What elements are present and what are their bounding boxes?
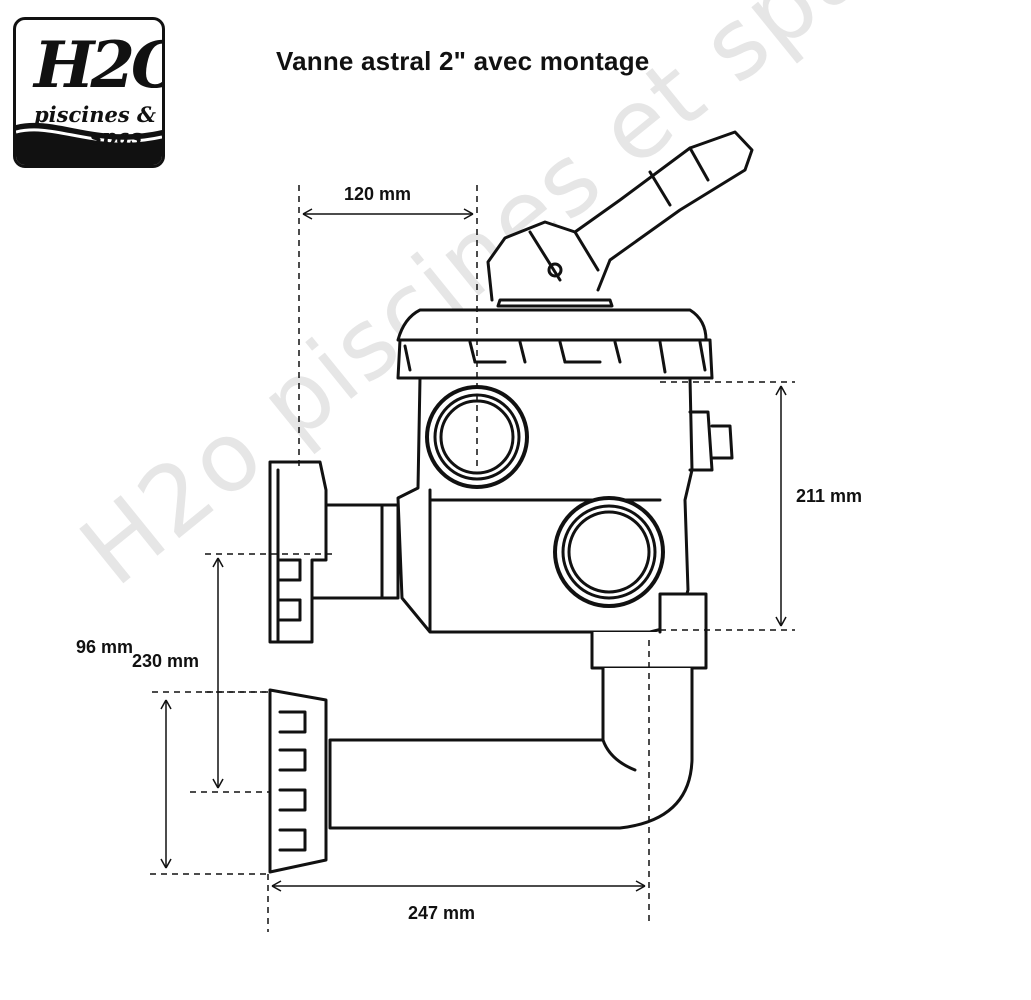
valve-top-cap xyxy=(396,298,714,380)
valve-handle xyxy=(486,130,754,302)
dimension-lines xyxy=(150,185,795,932)
diagram-title: Vanne astral 2" avec montage xyxy=(276,46,650,76)
dimension-top-width: 120 mm xyxy=(344,184,412,204)
brand-logo: H2O piscines & spas xyxy=(13,17,165,168)
left-union-lower xyxy=(268,688,328,874)
dimension-left-outer: 230 mm xyxy=(132,651,200,671)
port-upper xyxy=(425,385,529,489)
left-union-upper xyxy=(268,460,400,644)
logo-line2: spas xyxy=(90,124,142,149)
dimension-bottom-width: 247 mm xyxy=(408,903,476,923)
port-lower xyxy=(553,496,665,608)
dimension-left-inner: 96 mm xyxy=(76,637,134,657)
dimension-right-height: 211 mm xyxy=(796,486,863,506)
bypass-pipe xyxy=(328,592,708,830)
logo-brand-text: H2O xyxy=(34,28,162,103)
logo-line1: piscines & xyxy=(34,102,156,127)
